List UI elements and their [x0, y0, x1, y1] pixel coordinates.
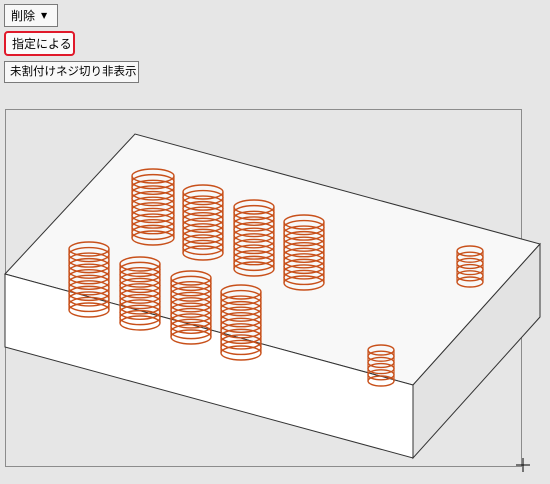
- thread-coil[interactable]: [182, 184, 224, 261]
- caret-down-icon: ▼: [41, 10, 48, 20]
- thread-features[interactable]: [68, 168, 484, 387]
- thread-coil[interactable]: [119, 256, 161, 331]
- block-model[interactable]: [4, 133, 541, 460]
- thread-coil[interactable]: [283, 214, 325, 291]
- thread-coil[interactable]: [131, 168, 175, 246]
- crosshair-cursor-icon: [516, 458, 530, 472]
- by-specification-button[interactable]: 指定による: [4, 31, 75, 56]
- block-side-face: [412, 242, 541, 460]
- thread-coil[interactable]: [170, 270, 212, 345]
- thread-coil[interactable]: [233, 199, 275, 277]
- by-specification-label: 指定による: [12, 36, 72, 51]
- hide-unassigned-threads-label: 未割付けネジ切り非表示: [10, 64, 137, 79]
- hide-unassigned-threads-button[interactable]: 未割付けネジ切り非表示: [4, 61, 139, 83]
- delete-dropdown-button[interactable]: 削除 ▼: [4, 4, 58, 27]
- thread-coil[interactable]: [367, 344, 395, 387]
- thread-coil[interactable]: [456, 245, 484, 288]
- thread-coil[interactable]: [68, 241, 110, 318]
- delete-label: 削除: [11, 8, 36, 23]
- thread-coil[interactable]: [220, 284, 262, 361]
